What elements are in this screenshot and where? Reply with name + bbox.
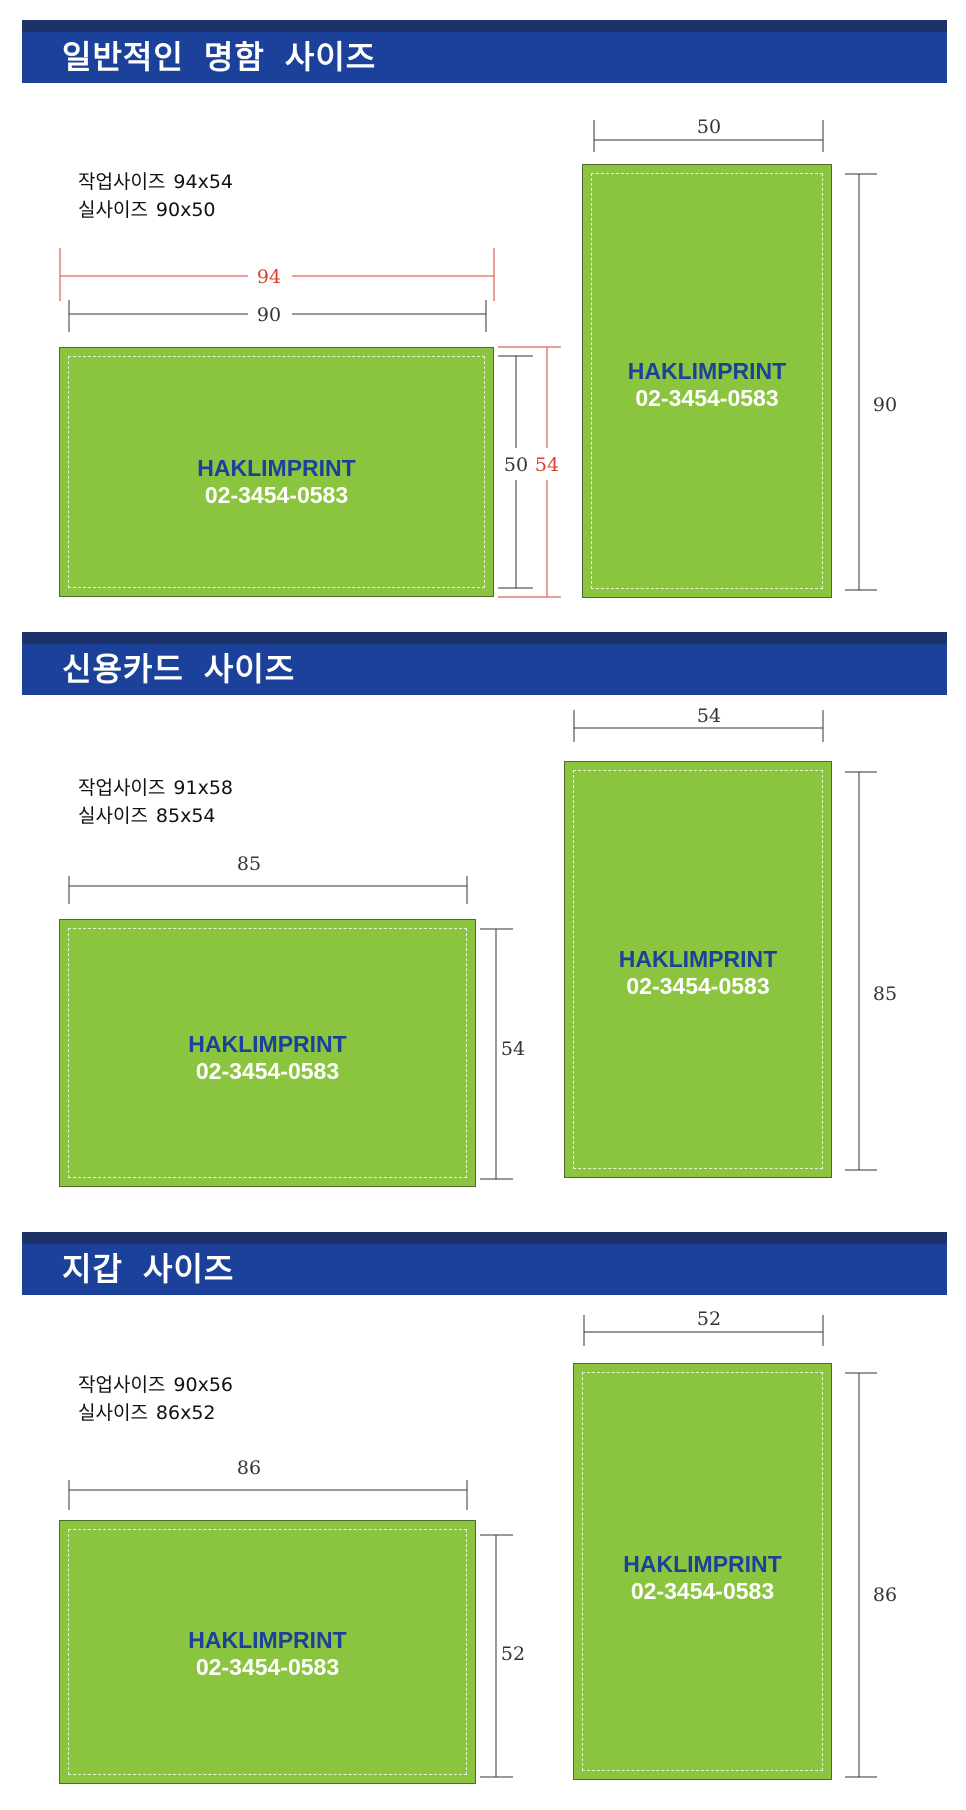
- card-phone: 02-3454-0583: [635, 385, 779, 411]
- work-size-label: 작업사이즈: [78, 777, 166, 799]
- safe-area-guide: [591, 173, 823, 589]
- dim-vertical-height-label: 86: [873, 1584, 897, 1606]
- real-size-label: 실사이즈: [78, 1402, 148, 1424]
- section-header-accent: [22, 1232, 947, 1244]
- safe-area-guide: [573, 770, 823, 1169]
- dim-horizontal-width: [68, 1480, 468, 1510]
- dim-vertical-height-label: 90: [873, 394, 897, 416]
- real-size-line: 실사이즈 90x50: [78, 196, 233, 224]
- section-title: 지갑 사이즈: [22, 1244, 947, 1295]
- dimension-lines: 85 54 54 85: [68, 705, 897, 1180]
- card-phone: 02-3454-0583: [626, 973, 770, 999]
- dim-vertical-width-label: 54: [697, 705, 721, 727]
- card-text: HAKLIMPRINT 02-3454-0583: [583, 358, 831, 412]
- real-size-value: 90x50: [155, 199, 216, 221]
- card-phone: 02-3454-0583: [630, 1578, 775, 1604]
- work-size-line: 작업사이즈 91x58: [78, 774, 233, 802]
- card-text: HAKLIMPRINT 02-3454-0583: [60, 455, 493, 509]
- work-size-value: 94x54: [173, 171, 234, 193]
- vertical-card: HAKLIMPRINT 02-3454-0583: [564, 761, 832, 1178]
- dim-vertical-width: [593, 120, 824, 152]
- card-text: HAKLIMPRINT 02-3454-0583: [574, 1551, 831, 1605]
- dim-width-work-label: 94: [257, 266, 281, 288]
- card-brand: HAKLIMPRINT: [627, 358, 787, 384]
- card-brand: HAKLIMPRINT: [188, 1031, 347, 1057]
- section-credit-card: 신용카드 사이즈 작업사이즈 91x58 실사이즈 85x54 HAKLIMPRIN…: [0, 610, 966, 1200]
- real-size-value: 86x52: [155, 1402, 216, 1424]
- safe-area-guide: [582, 1372, 823, 1771]
- dim-height-work-label: 54: [535, 454, 559, 476]
- card-brand: HAKLIMPRINT: [618, 946, 778, 972]
- dimension-lines: 94 90 50 54 50: [59, 116, 897, 598]
- work-size-line: 작업사이즈 94x54: [78, 168, 233, 196]
- dimension-lines: 86 52 52 86: [68, 1308, 897, 1778]
- size-spec: 작업사이즈 91x58 실사이즈 85x54: [78, 774, 233, 830]
- dim-height-real: [498, 355, 533, 589]
- dim-horizontal-height: [480, 1534, 513, 1778]
- dim-vertical-height: [845, 173, 877, 591]
- vertical-card: HAKLIMPRINT 02-3454-0583: [573, 1363, 832, 1780]
- dim-horizontal-height-label: 54: [501, 1038, 525, 1060]
- dim-horizontal-width-label: 86: [237, 1457, 261, 1479]
- size-spec: 작업사이즈 94x54 실사이즈 90x50: [78, 168, 233, 224]
- dim-height-work: [498, 346, 561, 598]
- real-size-value: 85x54: [155, 805, 216, 827]
- real-size-line: 실사이즈 85x54: [78, 802, 233, 830]
- dim-width-real-label: 90: [257, 304, 281, 326]
- safe-area-guide: [68, 356, 485, 588]
- card-brand: HAKLIMPRINT: [197, 455, 356, 481]
- vertical-card: HAKLIMPRINT 02-3454-0583: [582, 164, 832, 598]
- safe-area-guide: [68, 928, 467, 1178]
- size-spec: 작업사이즈 90x56 실사이즈 86x52: [78, 1371, 233, 1427]
- section-title: 신용카드 사이즈: [22, 644, 947, 695]
- safe-area-guide: [68, 1529, 467, 1775]
- card-text: HAKLIMPRINT 02-3454-0583: [565, 946, 831, 1000]
- real-size-label: 실사이즈: [78, 199, 148, 221]
- section-standard-card: 일반적인 명함 사이즈 작업사이즈 94x54 실사이즈 90x50 HAKLIMP…: [0, 0, 966, 598]
- card-brand: HAKLIMPRINT: [623, 1551, 782, 1577]
- work-size-value: 90x56: [173, 1374, 234, 1396]
- dim-vertical-width: [573, 710, 824, 742]
- card-phone: 02-3454-0583: [204, 482, 349, 508]
- dim-height-real-label: 50: [504, 454, 528, 476]
- card-brand: HAKLIMPRINT: [188, 1627, 347, 1653]
- section-header-accent: [22, 20, 947, 32]
- dim-vertical-width-label: 52: [697, 1308, 721, 1330]
- dim-horizontal-width: [68, 876, 468, 904]
- section-wallet-card: 지갑 사이즈 작업사이즈 90x56 실사이즈 86x52 HAKLIMPRINT …: [0, 1210, 966, 1800]
- dim-vertical-height: [845, 771, 877, 1171]
- card-text: HAKLIMPRINT 02-3454-0583: [60, 1627, 475, 1681]
- dim-horizontal-height: [480, 928, 513, 1180]
- real-size-line: 실사이즈 86x52: [78, 1399, 233, 1427]
- horizontal-card: HAKLIMPRINT 02-3454-0583: [59, 1520, 476, 1784]
- dim-width-work: [59, 248, 495, 301]
- work-size-line: 작업사이즈 90x56: [78, 1371, 233, 1399]
- real-size-label: 실사이즈: [78, 805, 148, 827]
- horizontal-card: HAKLIMPRINT 02-3454-0583: [59, 919, 476, 1187]
- horizontal-card: HAKLIMPRINT 02-3454-0583: [59, 347, 494, 597]
- card-phone: 02-3454-0583: [195, 1058, 340, 1084]
- dim-vertical-width: [583, 1315, 824, 1346]
- work-size-label: 작업사이즈: [78, 1374, 166, 1396]
- dim-vertical-width-label: 50: [697, 116, 721, 138]
- dim-horizontal-height-label: 52: [501, 1643, 525, 1665]
- work-size-label: 작업사이즈: [78, 171, 166, 193]
- dim-width-real: [68, 300, 487, 332]
- section-title: 일반적인 명함 사이즈: [22, 32, 947, 83]
- work-size-value: 91x58: [173, 777, 234, 799]
- dim-vertical-height-label: 85: [873, 983, 897, 1005]
- dim-vertical-height: [845, 1372, 877, 1778]
- card-text: HAKLIMPRINT 02-3454-0583: [60, 1031, 475, 1085]
- section-header-accent: [22, 632, 947, 644]
- dim-horizontal-width-label: 85: [237, 853, 261, 875]
- card-phone: 02-3454-0583: [195, 1654, 340, 1680]
